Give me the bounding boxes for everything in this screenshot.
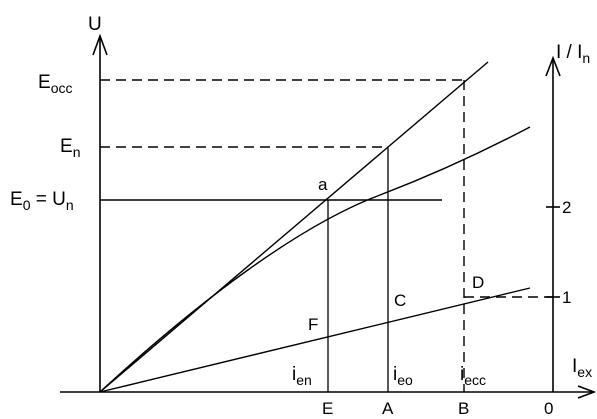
right-tick-label-1: 1 bbox=[562, 288, 571, 307]
label-i-ecc: iecc bbox=[460, 364, 486, 388]
label-e0-un: E0 = Un bbox=[10, 189, 74, 213]
point-label-f: F bbox=[308, 315, 318, 334]
label-i-en: ien bbox=[292, 364, 312, 388]
label-i-eo: ieo bbox=[393, 364, 413, 388]
right-tick-label-2: 2 bbox=[562, 198, 571, 217]
y-axis-label: U bbox=[88, 14, 102, 35]
bottom-label-zero: 0 bbox=[544, 399, 553, 418]
right-axis-label: I / In bbox=[556, 42, 590, 66]
y-axis-right-arrow bbox=[545, 55, 561, 77]
bottom-label-a: A bbox=[382, 399, 394, 418]
no-load-curve bbox=[99, 126, 531, 393]
y-axis-left-arrow bbox=[92, 33, 108, 56]
x-axis-arrow bbox=[577, 385, 597, 399]
bottom-label-e: E bbox=[322, 399, 333, 418]
bottom-label-b: B bbox=[458, 399, 469, 418]
label-e-occ: Eocc bbox=[38, 72, 72, 96]
point-label-a: a bbox=[318, 175, 328, 194]
label-e-n: En bbox=[60, 136, 80, 160]
point-label-d: D bbox=[472, 273, 484, 292]
short-circuit-line bbox=[99, 287, 531, 393]
point-label-c: C bbox=[394, 291, 406, 310]
airgap-line bbox=[99, 61, 489, 393]
x-axis-label: Iex bbox=[572, 356, 592, 380]
